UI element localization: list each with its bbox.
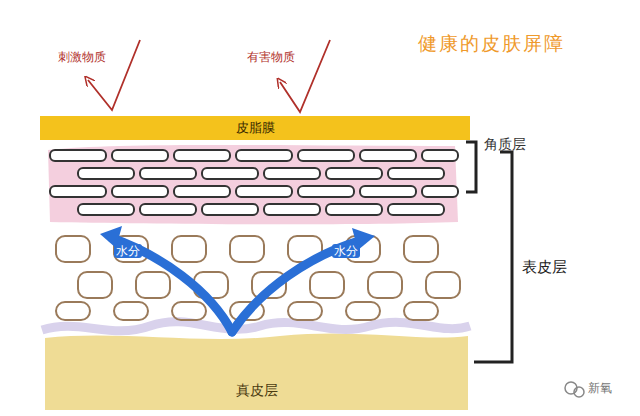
- keratin-cell: [140, 204, 196, 215]
- epidermis-cell: [346, 302, 380, 320]
- keratin-cell: [422, 150, 458, 161]
- keratin-cell: [264, 168, 320, 179]
- layer-label: 表皮层: [522, 258, 567, 276]
- keratin-cell: [264, 204, 320, 215]
- keratin-cell: [78, 168, 134, 179]
- keratin-cell: [174, 150, 230, 161]
- keratin-cell: [174, 186, 230, 197]
- keratin-cell: [50, 150, 106, 161]
- epidermis-cell: [56, 236, 90, 262]
- keratin-cell: [78, 204, 134, 215]
- water-arrow: [112, 238, 232, 332]
- basement-membrane: [42, 322, 470, 331]
- keratin-cell: [388, 168, 444, 179]
- keratin-cell: [112, 150, 168, 161]
- keratin-cell: [202, 168, 258, 179]
- layer-name: 真皮层: [236, 382, 278, 400]
- epidermis-cell: [172, 236, 206, 262]
- keratin-cell: [112, 186, 168, 197]
- keratin-cell: [202, 204, 258, 215]
- epidermis-cell: [230, 236, 264, 262]
- epidermis-cell: [78, 272, 112, 298]
- epidermis-cell: [368, 272, 402, 298]
- harmful-label: 有害物质: [247, 50, 295, 64]
- keratin-cell: [50, 186, 106, 197]
- stimulus-label: 刺激物质: [58, 50, 106, 64]
- epidermis-cell: [136, 272, 170, 298]
- epidermis-cell: [404, 302, 438, 320]
- water-label: 水分: [332, 244, 360, 258]
- epidermis-cell: [310, 272, 344, 298]
- keratin-cell: [236, 186, 292, 197]
- dermis-ground: [45, 333, 468, 410]
- epidermis-cell: [288, 302, 322, 320]
- keratin-cell: [236, 150, 292, 161]
- water-arrow: [232, 240, 362, 332]
- keratin-cell: [326, 204, 382, 215]
- keratin-matrix: [48, 145, 458, 224]
- bracket: [474, 152, 512, 362]
- keratin-cell: [388, 204, 444, 215]
- layer-label: 角质层: [484, 136, 526, 153]
- sebum-band: 皮脂膜: [40, 116, 470, 140]
- cell-pattern: [50, 150, 460, 320]
- title: 健康的皮肤屏障: [418, 32, 565, 55]
- epidermis-cell: [56, 302, 90, 320]
- epidermis-cell: [426, 272, 460, 298]
- keratin-cell: [298, 186, 354, 197]
- epidermis-cell: [172, 302, 206, 320]
- keratin-cell: [140, 168, 196, 179]
- dermis-band: 真皮层: [45, 372, 468, 410]
- keratin-cell: [360, 150, 416, 161]
- keratin-cell: [298, 150, 354, 161]
- epidermis-cell: [404, 236, 438, 262]
- keratin-cell: [360, 186, 416, 197]
- epidermis-cell: [114, 302, 148, 320]
- layer-name: 皮脂膜: [236, 119, 275, 137]
- keratin-cell: [422, 186, 458, 197]
- watermark: 新氧: [588, 381, 612, 395]
- watermark-icon: [574, 387, 584, 397]
- keratin-cell: [326, 168, 382, 179]
- water-label: 水分: [114, 244, 142, 258]
- bracket: [466, 142, 476, 192]
